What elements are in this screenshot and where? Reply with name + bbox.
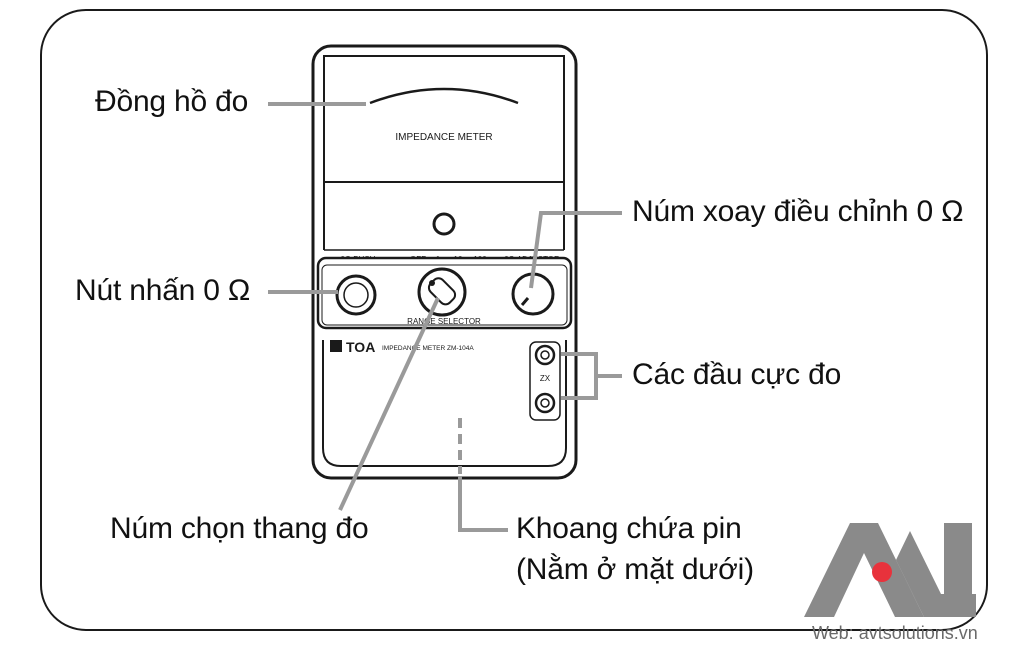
meter-window (323, 55, 565, 183)
label-battery-line1: Khoang chứa pin (516, 512, 742, 545)
meter-title: IMPEDANCE METER (395, 132, 492, 143)
label-zero-knob: Núm xoay điều chỉnh 0 Ω (632, 195, 964, 228)
terminal-label: ZX (540, 374, 551, 383)
indicator-lamp (432, 212, 456, 236)
logo-red-dot (872, 562, 892, 582)
label-terminals: Các đầu cực đo (632, 358, 842, 391)
range-selector-label: RANGE SELECTOR (407, 317, 481, 326)
leader-battery (458, 476, 508, 532)
logo-letter-a (804, 523, 924, 617)
leader-range-knob (338, 297, 440, 511)
label-battery-line2: (Nằm ở mặt dưới) (516, 553, 754, 586)
model-name: IMPEDANCE METER ZM-104A (382, 345, 474, 352)
leader-zero-knob (529, 211, 622, 289)
toa-logo-icon (330, 340, 342, 352)
avl-logo (804, 523, 976, 617)
brand-name: TOA (346, 339, 375, 355)
logo-letter-v-l (896, 531, 976, 617)
label-range-knob: Núm chọn thang đo (110, 512, 369, 545)
website-text[interactable]: Web: avtsolutions.vn (812, 623, 978, 643)
diagram-frame (40, 9, 988, 631)
label-zero-button: Nút nhấn 0 Ω (75, 274, 251, 307)
device-lower-panel (322, 340, 567, 467)
label-meter: Đồng hồ đo (95, 85, 249, 118)
meter-scale-arc (369, 87, 519, 105)
